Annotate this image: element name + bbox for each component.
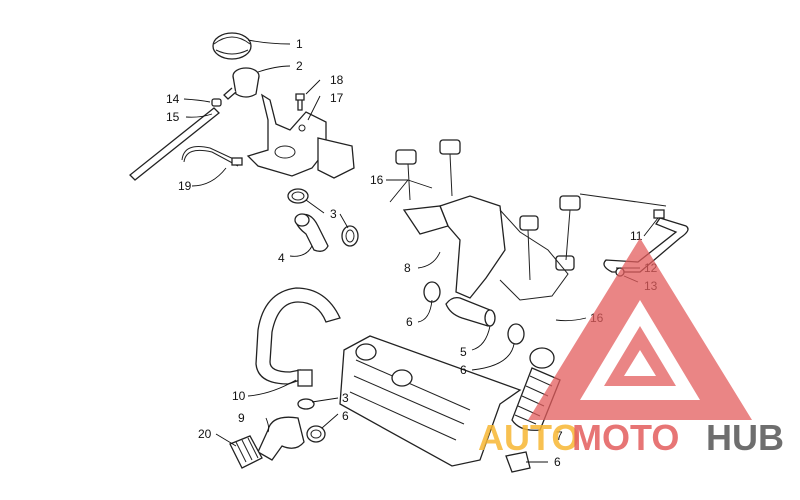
water-outlet — [445, 296, 496, 327]
callout-19: 19 — [178, 179, 192, 193]
callout-6-lower-clamp: 6 — [342, 409, 349, 423]
callout-5: 5 — [460, 345, 467, 359]
bottom-fitting — [505, 451, 531, 473]
callout-20: 20 — [198, 427, 212, 441]
hose-clamp-small — [297, 369, 313, 387]
watermark-logo — [528, 238, 752, 420]
clamps-lower — [297, 398, 326, 443]
callout-8: 8 — [404, 261, 411, 275]
callout-6-engine-right: 6 — [460, 363, 467, 377]
clamp-upper — [287, 188, 309, 204]
reservoir-bracket — [246, 93, 355, 179]
bolt — [295, 93, 305, 111]
watermark-triangle-icon — [528, 238, 752, 420]
retaining-strap — [181, 146, 241, 167]
callout-14: 14 — [166, 92, 180, 106]
strap-clip — [231, 157, 243, 166]
callout-9: 9 — [238, 411, 245, 425]
cylinder-housing — [395, 139, 581, 301]
callout-17: 17 — [330, 91, 344, 105]
callout-4: 4 — [278, 251, 285, 265]
watermark-text-moto: MOTO — [572, 417, 679, 458]
watermark-text: AUTO MOTO HUB — [478, 417, 784, 458]
pump-housing — [339, 335, 522, 467]
callout-3-upper: 3 — [330, 207, 337, 221]
elbow-hose — [294, 213, 329, 252]
callout-18: 18 — [330, 73, 344, 87]
filler-neck — [223, 67, 260, 100]
watermark-text-hub: HUB — [706, 417, 784, 458]
watermark-text-auto: AUTO — [478, 417, 579, 458]
watermark-inner-triangle-icon — [604, 326, 676, 386]
callout-10: 10 — [232, 389, 246, 403]
short-corrugated-hose — [229, 435, 263, 469]
callout-7: 7 — [556, 429, 563, 443]
filler-cap — [212, 32, 252, 60]
corrugated-hose — [511, 347, 561, 431]
callout-6-bottom: 6 — [554, 455, 561, 469]
callout-2: 2 — [296, 59, 303, 73]
callout-16-upper: 16 — [370, 173, 384, 187]
lower-hose — [257, 416, 305, 461]
callout-1: 1 — [296, 37, 303, 51]
overflow-hose — [129, 98, 222, 181]
callout-6-engine-left: 6 — [406, 315, 413, 329]
callout-3-lower: 3 — [342, 391, 349, 405]
callout-15: 15 — [166, 110, 180, 124]
clamp-engine — [423, 281, 525, 345]
clamp-mid — [341, 225, 359, 247]
